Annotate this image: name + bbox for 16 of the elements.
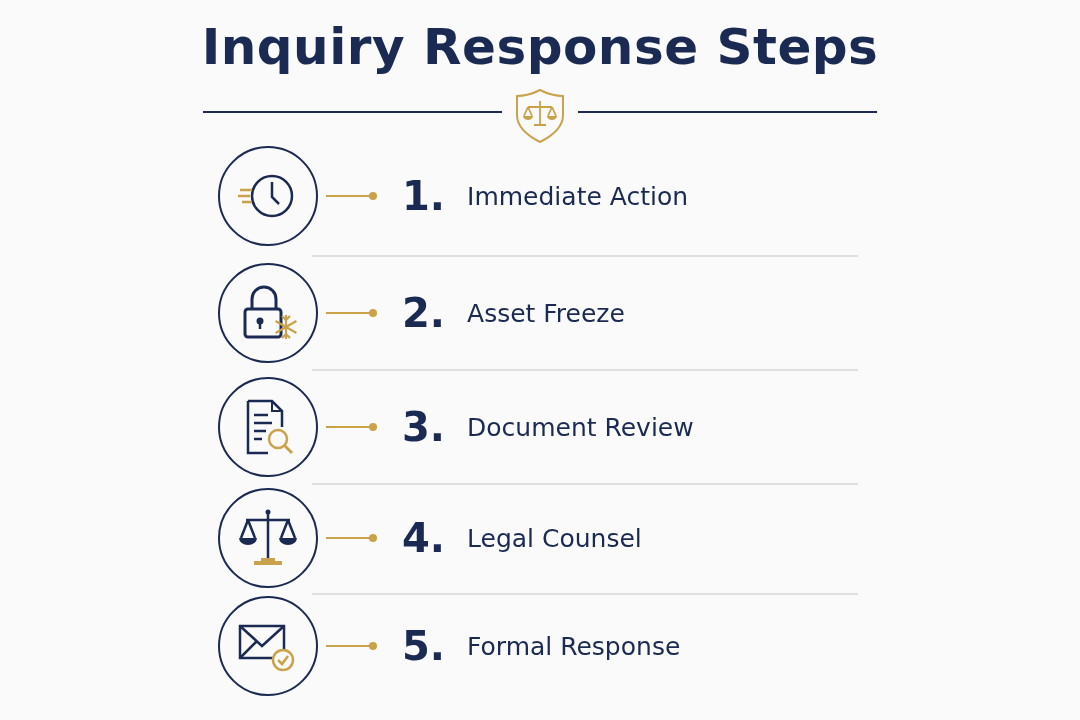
- connector-line: [325, 642, 377, 650]
- title: Inquiry Response Steps: [201, 18, 879, 76]
- step-label: Immediate Action: [467, 181, 689, 211]
- connector-line: [325, 423, 377, 431]
- step-number: 5.: [402, 623, 446, 669]
- connector-line: [325, 534, 377, 542]
- step-number: 1.: [402, 173, 446, 219]
- connector-line: [325, 192, 377, 200]
- step-label: Formal Response: [467, 631, 681, 661]
- step-label: Document Review: [467, 412, 694, 442]
- step-number: 3.: [402, 404, 446, 450]
- step-number: 4.: [402, 515, 446, 561]
- step-label: Legal Counsel: [467, 523, 642, 553]
- step-label: Asset Freeze: [467, 298, 625, 328]
- connector-line: [325, 309, 377, 317]
- step-number: 2.: [402, 290, 446, 336]
